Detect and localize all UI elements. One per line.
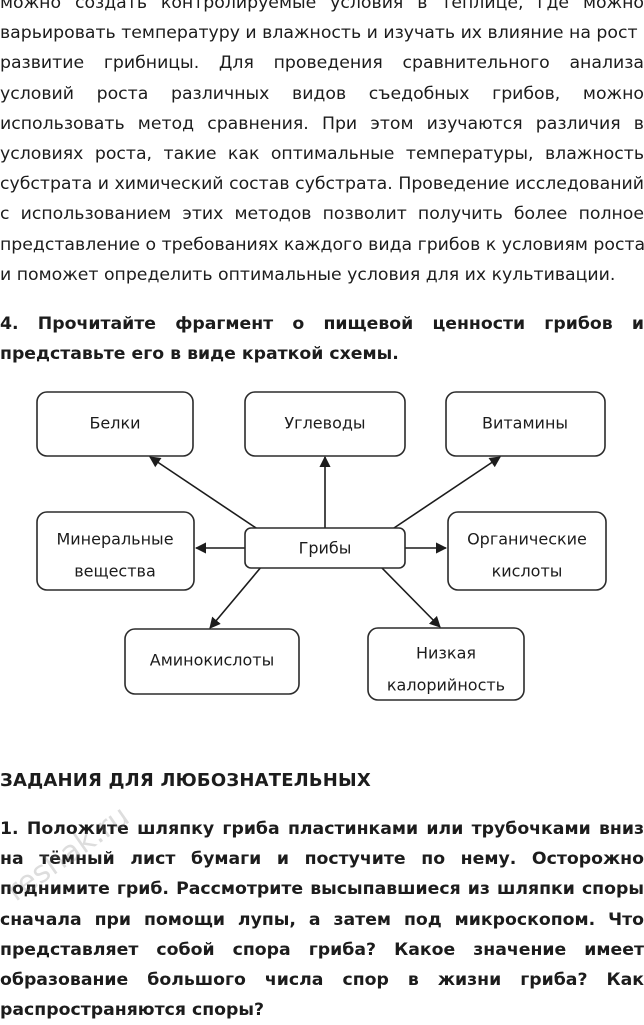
text-line: условиях роста, такие как оптимальные те… xyxy=(0,143,644,164)
text-line: и поможет определить оптимальные условия… xyxy=(0,264,616,285)
text-line: представьте его в виде краткой схемы. xyxy=(0,344,399,365)
text-line: поднимите гриб. Рассмотрите высыпавшиеся… xyxy=(0,879,644,900)
arrow-amino xyxy=(209,565,263,629)
text-line: образование большого числа спор в жизни … xyxy=(0,969,644,990)
node-label: Аминокислоты xyxy=(150,651,275,670)
node-center-mushrooms: Грибы xyxy=(244,527,406,569)
arrow-lowcal xyxy=(379,565,441,628)
node-amino: Аминокислоты xyxy=(124,628,300,695)
node-label: Минеральные xyxy=(56,530,173,549)
text-line: представляет собой спора гриба? Какое зн… xyxy=(0,939,644,960)
section-heading: ЗАДАНИЯ ДЛЯ ЛЮБОЗНАТЕЛЬНЫХ xyxy=(0,770,371,791)
text-line: распространяются споры? xyxy=(0,1000,265,1021)
task4-text: 4. Прочитайте фрагмент о пищевой ценност… xyxy=(0,309,644,369)
node-label: вещества xyxy=(74,562,156,581)
node-label: Органические xyxy=(467,530,587,549)
node-label: Низкая xyxy=(416,644,476,663)
text-line: представление о требованиях каждого вида… xyxy=(0,234,644,255)
text-line: использовать метод сравнения. При этом и… xyxy=(0,113,644,134)
text-line: можно создать контролируемые условия в т… xyxy=(0,0,644,13)
node-lowcal: Низкая калорийность xyxy=(367,627,525,701)
text-line: условий роста различных видов съедобных … xyxy=(0,83,644,104)
node-minerals: Минеральные вещества xyxy=(36,511,195,591)
node-label: Грибы xyxy=(299,539,352,558)
text-line: 1. Положите шляпку гриба пластинками или… xyxy=(0,819,644,839)
text-line: на тёмный лист бумаги и постучите по нем… xyxy=(0,849,644,870)
node-label: кислоты xyxy=(492,562,563,581)
text-line: развитие грибницы. Для проведения сравни… xyxy=(0,53,644,74)
node-label: Белки xyxy=(89,414,140,433)
nutrition-diagram: Белки Углеводы Витамины Минеральные веще… xyxy=(36,391,607,701)
text-line: сначала при помощи лупы, а затем под мик… xyxy=(0,909,644,930)
task1-text: 1. Положите шляпку гриба пластинками или… xyxy=(0,814,644,1025)
text-line: варьировать температуру и влажность и из… xyxy=(0,23,644,44)
text-line: с использованием этих методов позволит п… xyxy=(0,204,644,225)
text-line: 4. Прочитайте фрагмент о пищевой ценност… xyxy=(0,314,644,334)
node-carbs: Углеводы xyxy=(244,391,406,457)
node-label: Витамины xyxy=(482,414,568,433)
node-vitamins: Витамины xyxy=(445,391,606,457)
arrow-vitamins xyxy=(387,456,501,533)
node-label: Углеводы xyxy=(284,414,365,433)
arrow-proteins xyxy=(149,456,263,533)
node-acids: Органические кислоты xyxy=(447,511,607,591)
node-proteins: Белки xyxy=(36,391,194,457)
intro-paragraph: можно создать контролируемые условия в т… xyxy=(0,0,644,290)
node-label: калорийность xyxy=(387,676,505,695)
text-line: субстрата и химический состав субстрата.… xyxy=(0,174,644,195)
